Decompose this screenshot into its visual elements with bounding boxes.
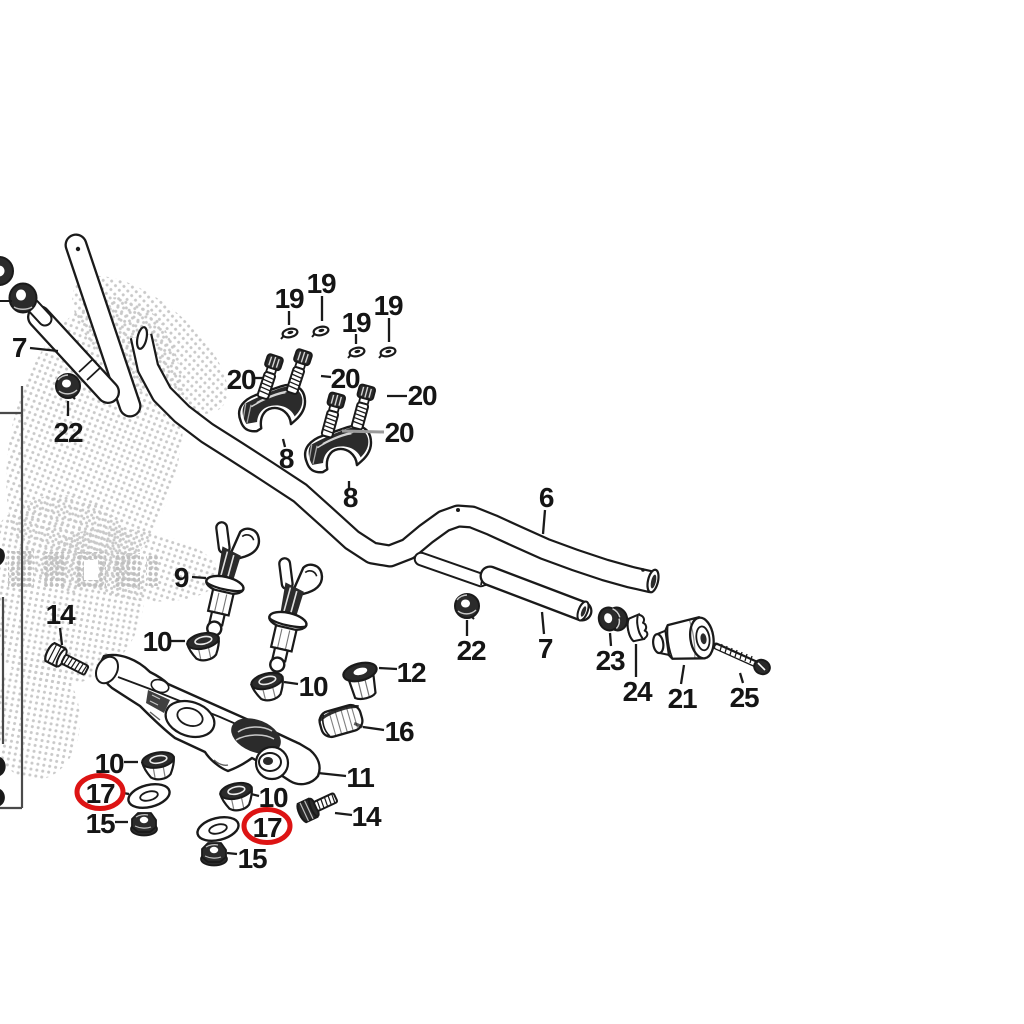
part-label-20-22: 20 (408, 380, 437, 411)
part-24-clip (624, 612, 650, 643)
part-23-ring (595, 602, 631, 636)
part-label-19-16: 19 (275, 283, 304, 314)
part-label-22-1: 22 (54, 417, 83, 448)
highlight-circle-17 (241, 807, 293, 845)
part-6-handlebar (129, 326, 660, 594)
part-label-23-29: 23 (596, 645, 625, 676)
part-label-21-31: 21 (668, 683, 697, 714)
part-label-15-11: 15 (86, 808, 115, 839)
leader-line-21 (679, 664, 686, 685)
leader-line-7 (540, 611, 546, 635)
part-label-19-18: 19 (342, 307, 371, 338)
part-label-25-32: 25 (730, 682, 759, 713)
leader-line-14 (58, 627, 64, 646)
part-label-22-27: 22 (457, 635, 486, 666)
part-label-20-21: 20 (331, 363, 360, 394)
part-label-10-4: 10 (143, 626, 172, 657)
part-label-20-20: 20 (227, 364, 256, 395)
leader-line-15 (226, 851, 238, 856)
part-label-8-24: 8 (279, 443, 294, 474)
punch-mark (641, 568, 645, 572)
part-label-19-17: 19 (307, 268, 336, 299)
leader-line-12 (378, 666, 398, 671)
page-frame-fragment (0, 386, 24, 810)
part-label-7-28: 7 (538, 633, 553, 664)
leader-line-20 (341, 429, 385, 434)
part-label-12-6: 12 (397, 657, 426, 688)
leader-line-10 (250, 792, 260, 798)
ring-part (0, 256, 14, 286)
part-label-9-3: 9 (174, 562, 189, 593)
part-label-17-10: 17 (86, 778, 115, 809)
part-label-16-7: 16 (385, 716, 414, 747)
part-label-11-8: 11 (346, 762, 374, 793)
part-label-24-30: 24 (623, 676, 653, 707)
part-16-collar (315, 701, 367, 741)
part-label-8-25: 8 (343, 482, 358, 513)
part-21-bar-end-weight (649, 614, 718, 667)
leader-line-6 (541, 509, 547, 535)
part-7-left-pipe-assembly (0, 233, 142, 418)
punch-mark (456, 508, 460, 512)
part-label-15-14: 15 (238, 843, 267, 874)
part-12-bushing (340, 658, 385, 704)
leader-line-20 (320, 374, 332, 379)
leader-line-8 (281, 438, 287, 448)
part-7-right-pipe-assembly (413, 551, 593, 622)
leader-line-14 (334, 811, 353, 817)
leader-line-9 (191, 575, 207, 580)
leader-line-25 (738, 672, 745, 684)
leader-line-23 (608, 632, 613, 647)
leader-line-7 (29, 346, 59, 353)
part-label-20-23: 20 (385, 417, 414, 448)
part-label-7-0: 7 (12, 332, 27, 363)
part-label-17-13: 17 (253, 812, 282, 843)
part-label-14-15: 14 (352, 801, 382, 832)
part-25-screw (712, 642, 771, 676)
part-11-triple-clamp (94, 653, 321, 786)
leader-line-11 (317, 771, 347, 778)
highlight-circle-17 (74, 773, 126, 811)
part-label-14-2: 14 (46, 599, 76, 630)
part-label-6-26: 6 (539, 482, 554, 513)
leader-line-10 (283, 680, 299, 686)
part-label-19-19: 19 (374, 290, 403, 321)
part-label-10-5: 10 (299, 671, 328, 702)
leader-line-16 (362, 725, 385, 732)
watermark-letters (8, 551, 159, 589)
